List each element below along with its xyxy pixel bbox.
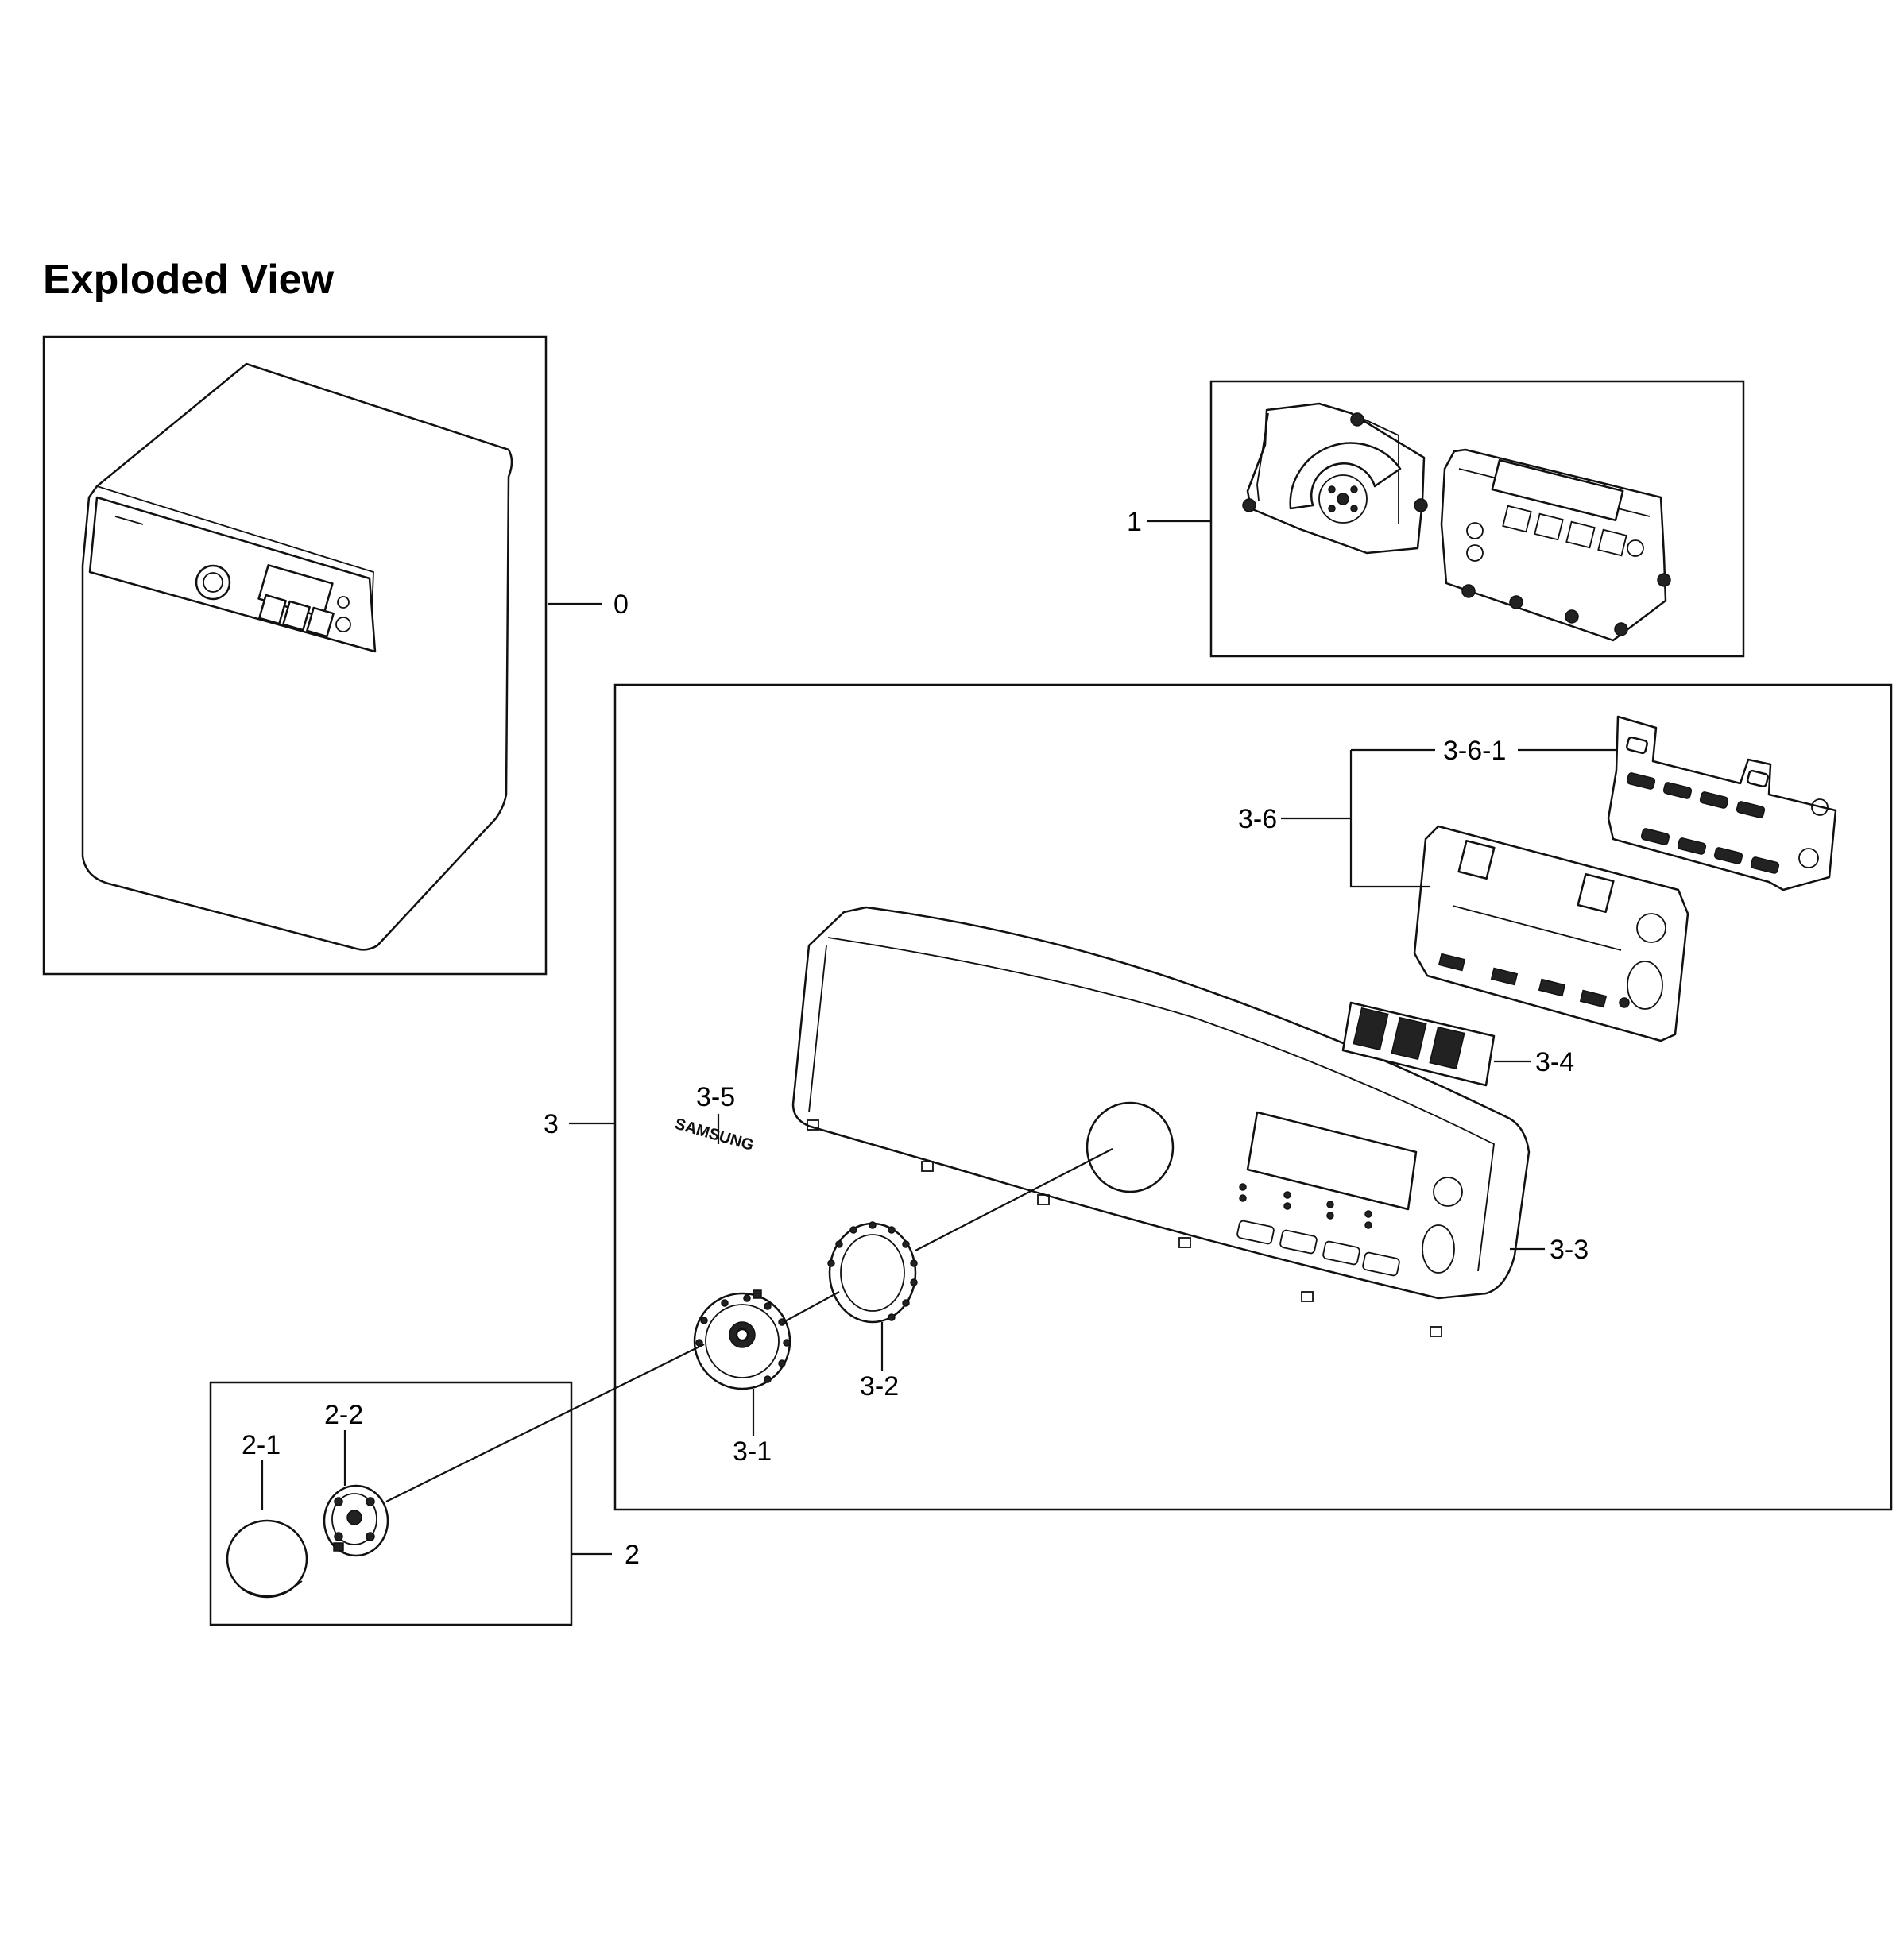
guide-line-2-to-3-1: [385, 1344, 705, 1502]
guide-line-3-1-to-3-2: [783, 1291, 840, 1323]
guide-line-3-2-to-panel: [915, 1148, 1113, 1251]
appliance-knob-icon: [195, 564, 231, 601]
page-title: Exploded View: [43, 257, 335, 303]
label-part-0: 0: [613, 590, 629, 620]
label-part-2-2: 2-2: [324, 1400, 363, 1430]
control-pcb-assembly-illustration: [1242, 402, 1671, 642]
label-part-3-5: 3-5: [696, 1082, 735, 1112]
pcb-strip-illustration: [1607, 715, 1837, 891]
brand-badge: SAMSUNG: [673, 1115, 756, 1154]
label-part-3-6-1: 3-6-1: [1443, 736, 1506, 766]
label-part-3-1: 3-1: [733, 1436, 772, 1467]
label-part-2-1: 2-1: [242, 1430, 281, 1460]
leader-3-6: [1281, 748, 1435, 888]
frame-assembly-3: [613, 683, 1893, 1511]
knob-base-illustration: [693, 1289, 791, 1390]
appliance-illustration: [81, 362, 513, 951]
frame-assembly-1: [1209, 380, 1745, 658]
dial-ring-illustration: [827, 1221, 918, 1324]
label-part-3-6: 3-6: [1238, 804, 1277, 834]
knob-insert-illustration: [323, 1484, 389, 1557]
label-part-3: 3: [544, 1109, 559, 1139]
label-part-3-3: 3-3: [1550, 1235, 1589, 1265]
label-part-3-2: 3-2: [860, 1371, 899, 1402]
brand-badge-text: SAMSUNG: [673, 1115, 756, 1154]
control-panel-illustration: [791, 906, 1531, 1337]
label-part-1: 1: [1127, 507, 1142, 537]
frame-assembly-2: [209, 1381, 573, 1626]
button-keys-illustration: [1341, 1001, 1496, 1087]
label-part-2: 2: [625, 1540, 640, 1570]
label-part-3-4: 3-4: [1535, 1047, 1574, 1077]
knob-cap-illustration: [226, 1519, 308, 1599]
pcb-bracket-illustration: [1413, 825, 1689, 1042]
frame-assembly-0: [42, 335, 548, 976]
